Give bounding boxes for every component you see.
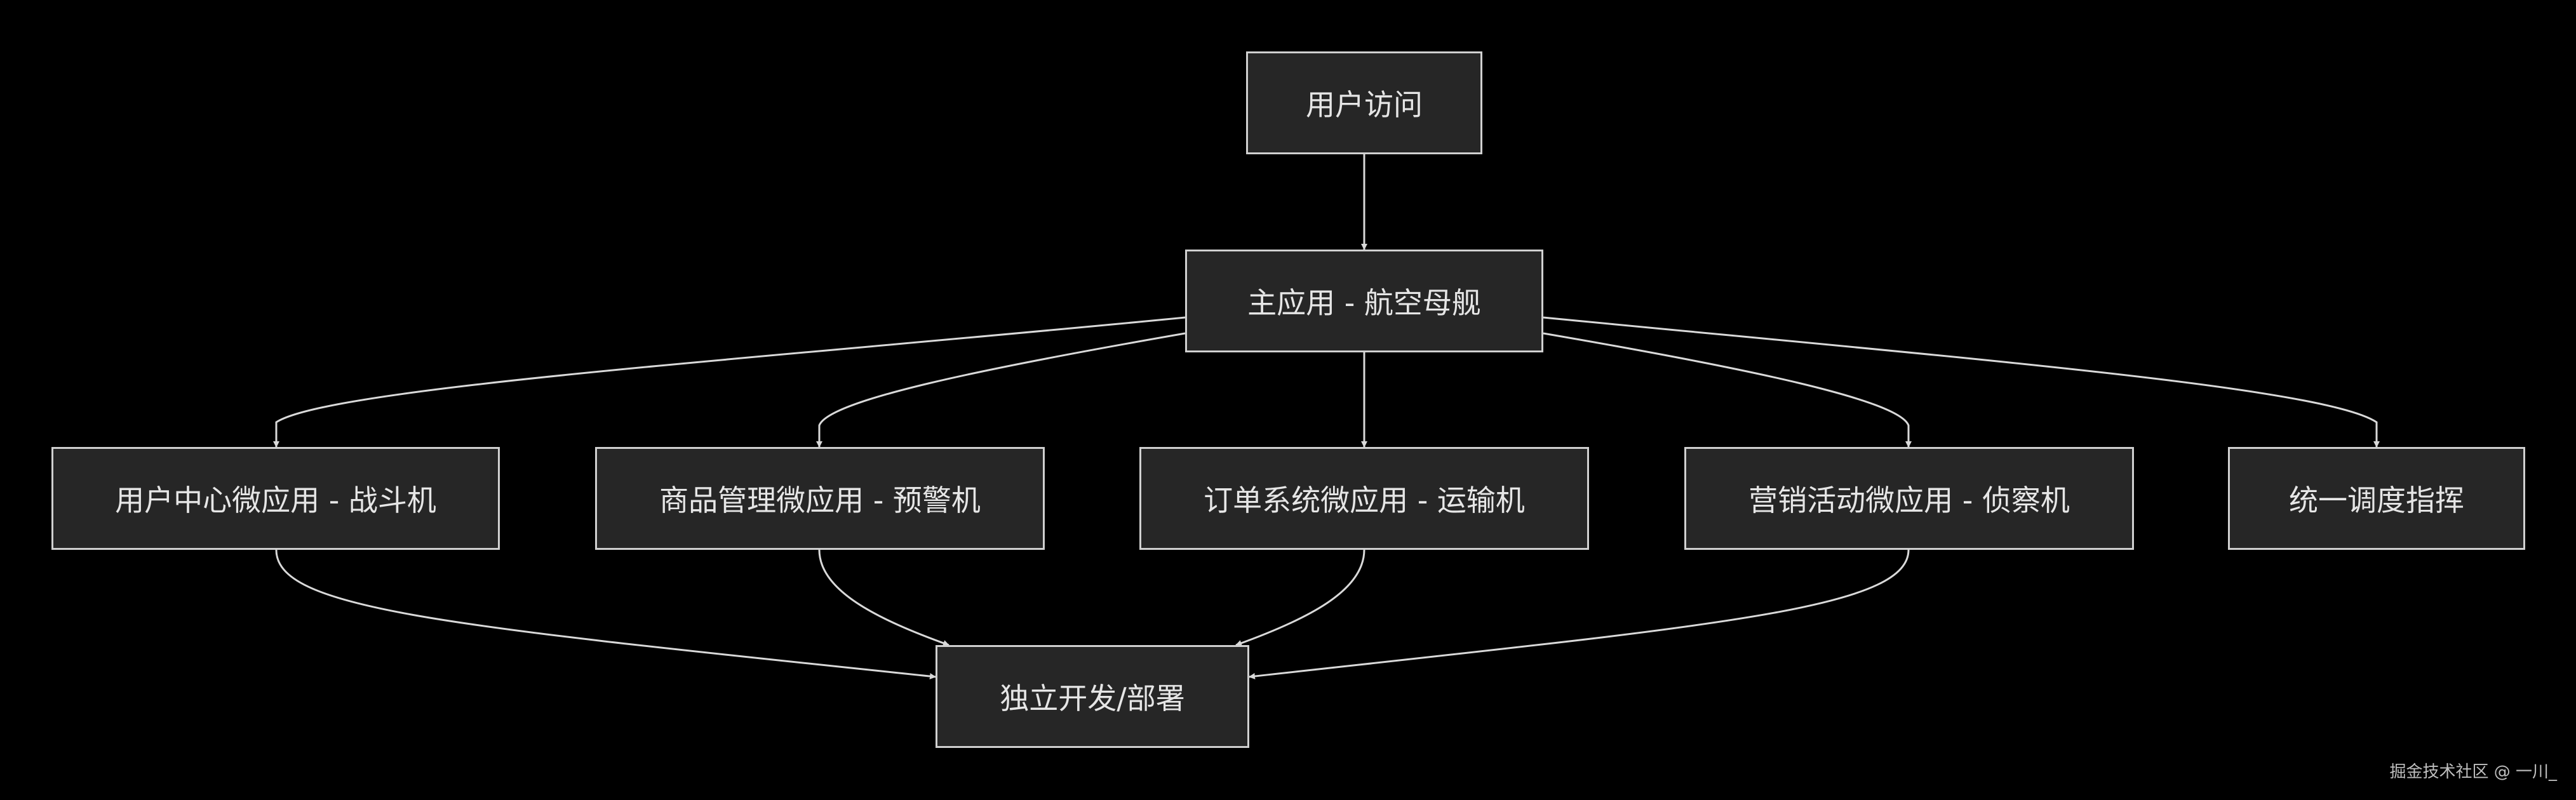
edge-order-system-to-independent-deploy <box>1235 549 1365 646</box>
node-user-access: 用户访问 <box>1246 51 1482 154</box>
edge-product-mgmt-to-independent-deploy <box>818 549 949 646</box>
node-independent-deploy: 独立开发/部署 <box>936 645 1249 748</box>
edge-user-center-to-independent-deploy <box>275 549 936 680</box>
node-main-app: 主应用 - 航空母舰 <box>1185 250 1543 352</box>
edge-main-app-to-unified-dispatch <box>1543 316 2380 448</box>
node-product-mgmt: 商品管理微应用 - 预警机 <box>595 447 1045 550</box>
node-unified-dispatch: 统一调度指挥 <box>2228 447 2525 550</box>
edge-marketing-to-independent-deploy <box>1249 549 1910 679</box>
node-order-system: 订单系统微应用 - 运输机 <box>1139 447 1589 550</box>
edge-main-app-to-product-mgmt <box>816 332 1186 448</box>
node-marketing: 营销活动微应用 - 侦察机 <box>1684 447 2134 550</box>
watermark: 掘金技术社区 @ 一川_ <box>2389 763 2557 782</box>
node-user-center: 用户中心微应用 - 战斗机 <box>51 447 500 550</box>
edge-main-app-to-user-center <box>273 316 1186 448</box>
edge-main-app-to-marketing <box>1543 332 1912 448</box>
